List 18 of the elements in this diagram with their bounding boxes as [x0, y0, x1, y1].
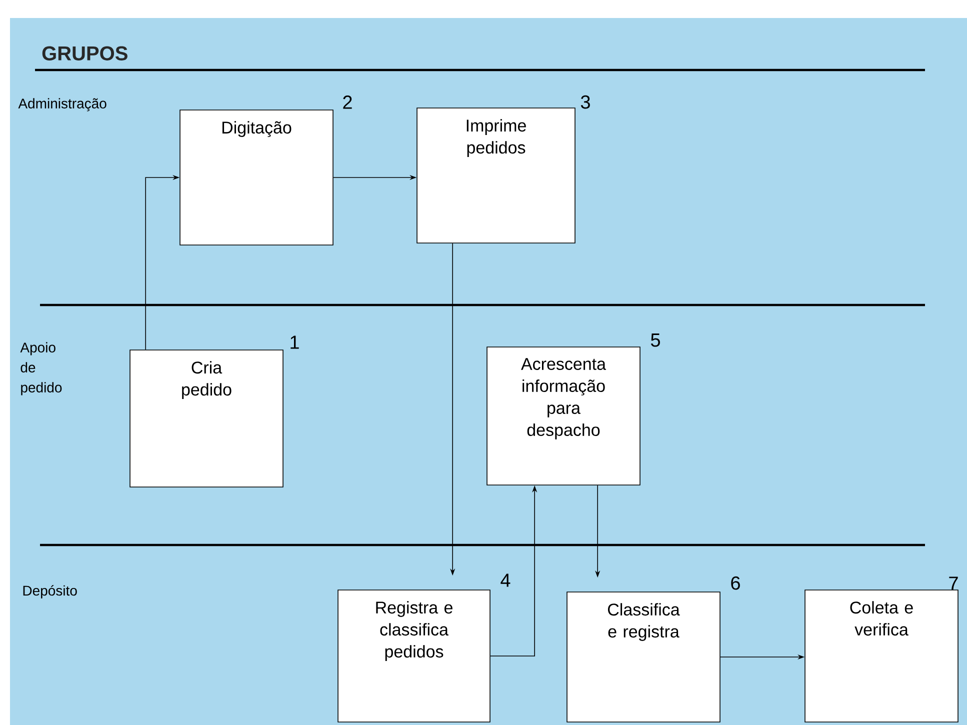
- node-label: 7: [949, 576, 958, 590]
- node-label: 5: [650, 334, 660, 347]
- process-box: Coleta e verifica 7: [804, 576, 958, 722]
- process-box: Imprime pedidos 3: [416, 95, 590, 244]
- lane-label: Administração: [18, 98, 106, 112]
- title: GRUPOS: [42, 46, 128, 60]
- node-label: 2: [343, 96, 352, 109]
- lane-label: Depósito: [23, 585, 77, 598]
- process-box: Registra e classifica pedidos 4: [338, 574, 510, 722]
- lane-label: Apoio de pedido: [20, 342, 62, 396]
- node-label: 3: [580, 95, 590, 109]
- process-box: Cria pedido 1: [130, 336, 299, 488]
- process-box: Digitação 2: [180, 96, 352, 246]
- process-box: Acrescenta informação para despacho 5: [486, 334, 660, 486]
- node-label: 1: [290, 336, 299, 349]
- node-label: 4: [500, 574, 510, 587]
- node-label: 6: [731, 576, 740, 590]
- process-box: Classifica e registra 6: [566, 576, 740, 722]
